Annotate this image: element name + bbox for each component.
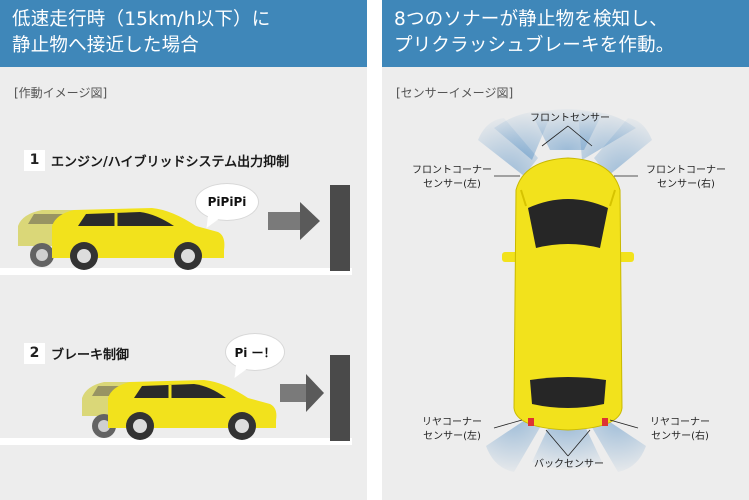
step-1-text: エンジン/ハイブリッドシステム出力抑制: [51, 155, 290, 170]
road-2: [0, 438, 352, 445]
right-header: 8つのソナーが静止物を検知し、 プリクラッシュブレーキを作動。: [382, 0, 749, 67]
rear-corner-right-label: リヤコーナー センサー(右): [638, 416, 722, 444]
car-2: [108, 380, 277, 440]
warning-bubble-2-text: Pi ー！: [234, 345, 276, 360]
rear-corner-right-line-2: センサー(右): [651, 431, 709, 442]
right-header-line-1: 8つのソナーが静止物を検知し、: [394, 9, 668, 30]
left-header-line-2: 静止物へ接近した場合: [12, 35, 200, 56]
step-2: 2 ブレーキ制御: [24, 343, 129, 364]
rear-corner-right-line-1: リヤコーナー: [650, 417, 710, 428]
warning-bubble-2: Pi ー！: [226, 334, 284, 370]
left-header-line-1: 低速走行時（15km/h以下）に: [12, 9, 271, 30]
wall-2: [330, 355, 350, 441]
rear-corner-left-label: リヤコーナー センサー(左): [412, 416, 492, 444]
rear-corner-left-line-2: センサー(左): [423, 431, 481, 442]
rear-corner-left-line-1: リヤコーナー: [422, 417, 482, 428]
left-panel: 低速走行時（15km/h以下）に 静止物へ接近した場合 [作動イメージ図] 1 …: [0, 0, 367, 500]
sensor-image-label: [センサーイメージ図]: [396, 86, 514, 100]
operation-image-label: [作動イメージ図]: [14, 86, 108, 100]
right-panel: 8つのソナーが静止物を検知し、 プリクラッシュブレーキを作動。 [センサーイメー…: [382, 0, 749, 500]
right-header-line-2: プリクラッシュブレーキを作動。: [394, 35, 675, 56]
rear-sonar-fields: [486, 418, 646, 472]
wall-1: [330, 185, 350, 271]
step-1: 1 エンジン/ハイブリッドシステム出力抑制: [24, 150, 289, 171]
step-1-number: 1: [24, 150, 45, 171]
front-corner-right-line-2: センサー(右): [657, 179, 715, 190]
scene-2-illustration: [82, 374, 324, 440]
front-corner-left-line-2: センサー(左): [423, 179, 481, 190]
warning-bubble-1-text: PiPiPi: [207, 195, 247, 209]
leader-lines: [493, 125, 639, 457]
approach-arrow-1: [268, 202, 320, 240]
car-top-view: [502, 157, 634, 431]
front-corner-right-line-1: フロントコーナー: [646, 165, 726, 176]
sensor-diagram: [478, 109, 652, 472]
car-1: [52, 208, 225, 270]
scene-1-illustration: [18, 202, 320, 270]
approach-arrow-2: [280, 374, 324, 412]
front-corner-left-label: フロントコーナー センサー(左): [408, 164, 496, 192]
back-sensor-label: バックセンサー: [534, 459, 604, 470]
road-1: [0, 268, 352, 275]
warning-bubble-1: PiPiPi: [196, 184, 258, 220]
front-sensor-label: フロントセンサー: [530, 113, 610, 124]
step-2-number: 2: [24, 343, 45, 364]
step-2-text: ブレーキ制御: [51, 348, 130, 363]
left-header: 低速走行時（15km/h以下）に 静止物へ接近した場合: [0, 0, 367, 67]
front-corner-right-label: フロントコーナー センサー(右): [638, 164, 734, 192]
front-corner-left-line-1: フロントコーナー: [412, 165, 492, 176]
